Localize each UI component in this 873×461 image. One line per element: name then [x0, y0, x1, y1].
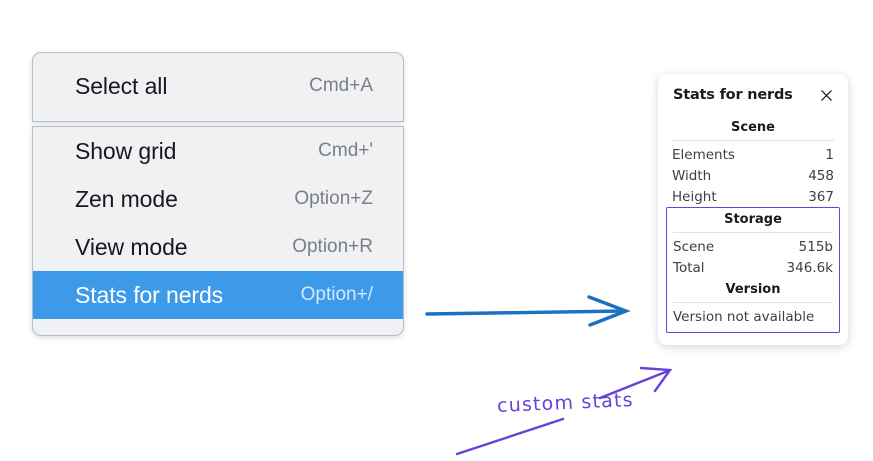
- purple-underline-annotation: [455, 417, 565, 456]
- close-icon[interactable]: [819, 88, 834, 103]
- stat-row: Height 367: [672, 186, 834, 207]
- context-menu: Select all Cmd+A Show grid Cmd+' Zen mod…: [32, 52, 404, 336]
- menu-item-label: Show grid: [75, 137, 177, 164]
- context-menu-section-2: Show grid Cmd+' Zen mode Option+Z View m…: [32, 126, 404, 336]
- stats-custom-section-box: Storage Scene 515b Total 346.6k Version …: [666, 207, 840, 333]
- menu-item-view-mode[interactable]: View mode Option+R: [33, 223, 403, 271]
- menu-item-show-grid[interactable]: Show grid Cmd+': [33, 127, 403, 175]
- stat-value: 367: [808, 188, 834, 205]
- section-title: Storage: [724, 212, 782, 227]
- stat-value: 346.6k: [786, 259, 833, 276]
- menu-item-shortcut: Option+R: [292, 236, 373, 257]
- section-divider: [673, 232, 833, 233]
- stat-label: Total: [673, 259, 705, 276]
- stats-panel-header: Stats for nerds: [658, 87, 848, 103]
- stat-value: 1: [825, 146, 834, 163]
- stat-row: Width 458: [672, 165, 834, 186]
- menu-item-shortcut: Cmd+': [318, 140, 373, 161]
- stats-section-scene: Scene Elements 1 Width 458 Height 367: [658, 116, 848, 207]
- stat-label: Width: [672, 167, 712, 184]
- version-note: Version not available: [673, 309, 815, 325]
- stat-row: Elements 1: [672, 144, 834, 165]
- stat-value: 458: [808, 167, 834, 184]
- blue-arrow-annotation: [425, 295, 631, 327]
- stats-panel-title: Stats for nerds: [673, 87, 793, 103]
- stat-row: Scene 515b: [673, 236, 833, 257]
- stat-label: Height: [672, 188, 717, 205]
- section-title: Scene: [731, 120, 775, 135]
- stat-row: Total 346.6k: [673, 257, 833, 278]
- custom-stats-annotation-label: custom stats: [496, 389, 635, 417]
- section-divider: [673, 302, 833, 303]
- section-title: Version: [725, 282, 781, 297]
- stat-label: Elements: [672, 146, 735, 163]
- menu-item-shortcut: Option+/: [300, 284, 373, 305]
- menu-item-label: Select all: [75, 72, 168, 99]
- menu-item-zen-mode[interactable]: Zen mode Option+Z: [33, 175, 403, 223]
- menu-item-label: Zen mode: [75, 185, 178, 212]
- stat-label: Scene: [673, 238, 715, 255]
- menu-item-stats-for-nerds[interactable]: Stats for nerds Option+/: [33, 271, 403, 319]
- stat-value: 515b: [798, 238, 833, 255]
- menu-item-shortcut: Cmd+A: [309, 75, 373, 96]
- context-menu-section-1: Select all Cmd+A: [32, 52, 404, 122]
- menu-item-label: Stats for nerds: [75, 281, 224, 308]
- section-divider: [672, 140, 834, 141]
- menu-item-select-all[interactable]: Select all Cmd+A: [33, 53, 403, 119]
- menu-item-shortcut: Option+Z: [294, 188, 373, 209]
- menu-item-label: View mode: [75, 233, 188, 260]
- stats-for-nerds-panel: Stats for nerds Scene Elements 1 Width 4…: [658, 74, 848, 345]
